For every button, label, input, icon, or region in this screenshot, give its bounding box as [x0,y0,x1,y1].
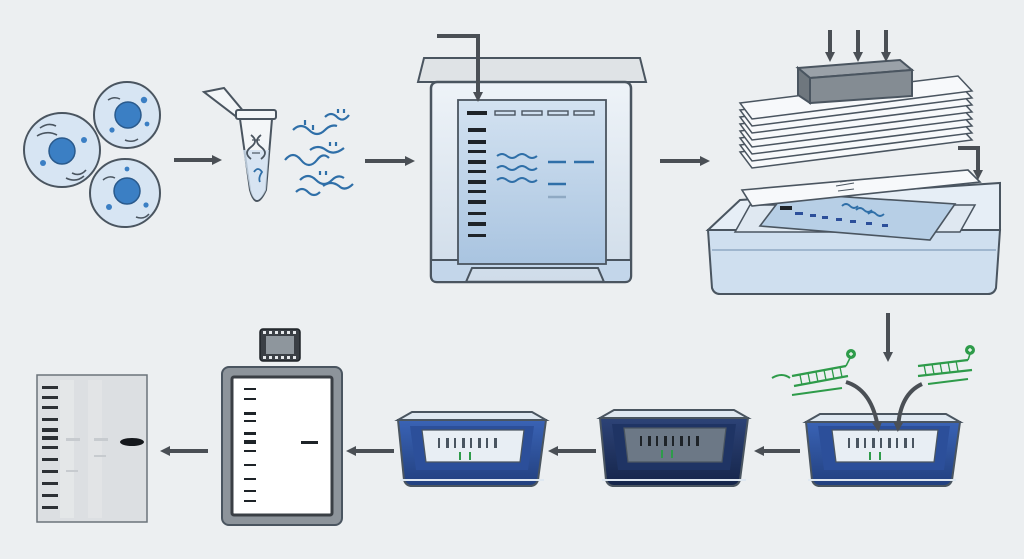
film-cassette-icon [221,328,343,526]
film-band [244,420,256,422]
result-ladder-band [42,470,58,473]
ladder-band [468,200,486,204]
labeled-probe-left-icon [771,349,856,396]
probe-tray-icon [771,345,975,487]
result-ladder-band [42,506,58,509]
result-ladder-band [42,396,58,399]
ladder-band [468,190,486,193]
labeled-probe-right-icon [917,345,975,385]
ladder-band [468,234,486,237]
cell-3 [89,158,161,228]
cell-1 [23,112,101,188]
ladder-band [468,150,486,153]
transfer-arrow [958,146,983,180]
cell-culture-icon [23,81,161,228]
film-roll-icon [259,328,301,362]
blot-stack-icon [705,30,1002,295]
wash-tray-blue-icon [394,411,550,487]
rna-strands-icon [284,109,354,197]
ladder-bands [468,128,486,237]
result-ladder-band [42,458,58,461]
microtube-icon [201,86,277,202]
film-band [244,412,256,415]
result-ladder-band [42,418,58,421]
weight-block [795,58,915,105]
film-band [244,388,256,390]
dna-helix-icon [246,134,266,160]
film-band [244,478,256,480]
loading-arrow [437,34,483,102]
ladder-band [468,170,486,173]
result-ladder-band [42,428,58,432]
result-ladder-band [42,436,58,440]
result-ladder-bands [42,386,58,509]
ladder-band [468,212,486,215]
ladder-band [468,180,486,184]
film-bands [244,388,256,502]
ladder-band [468,160,486,164]
gel-wells [467,110,595,116]
film-band [244,440,256,444]
film-band [244,432,256,435]
result-faint-bands [66,438,108,472]
result-ladder-band [42,446,58,449]
film-band [244,500,256,502]
gel-rna-smears [496,153,538,183]
result-ladder-band [42,482,58,485]
ladder-band [468,222,486,226]
ladder-band [468,128,486,132]
film-band [244,450,256,452]
blot-result-icon [36,374,148,523]
gel-lane-bands [548,160,594,199]
film-band [244,464,256,466]
wash-tray-dark-icon [596,409,752,487]
membrane-bands [780,206,888,227]
cell-2 [93,81,161,149]
result-ladder-band [42,494,58,497]
pressure-arrows [825,30,891,62]
film-band [244,490,256,492]
ladder-band [468,140,486,144]
gel-tank-icon [416,34,648,284]
result-ladder-band [42,406,58,409]
result-ladder-band [42,386,58,389]
film-band [244,398,256,400]
